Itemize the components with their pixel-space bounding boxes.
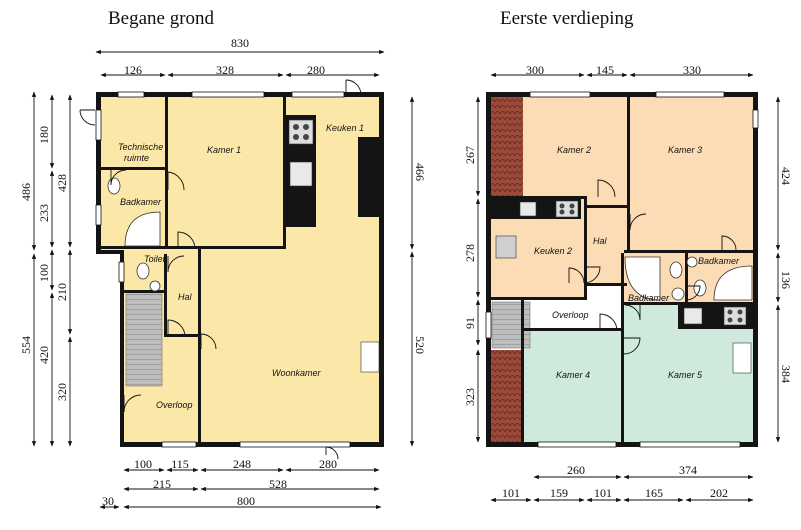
dim-first-bottom2-c: 101 bbox=[594, 486, 612, 500]
bathroom-sink bbox=[107, 177, 121, 195]
dim-ground-right-a: 466 bbox=[413, 163, 427, 181]
dim-first-left-a: 267 bbox=[463, 146, 477, 164]
dim-ground-left-inner-d: 420 bbox=[37, 346, 51, 364]
dim-ground-top-c: 280 bbox=[307, 63, 325, 77]
first-dimensions-left: 267 278 91 323 bbox=[463, 96, 481, 443]
ground-floor-plan bbox=[79, 79, 384, 460]
title-ground-floor: Begane grond bbox=[108, 8, 215, 29]
dim-first-top-b: 145 bbox=[596, 63, 614, 77]
dim-first-right-b: 136 bbox=[779, 271, 793, 289]
dim-first-right-c: 384 bbox=[779, 365, 793, 383]
ground-dimensions-left: 486 554 180 233 100 420 428 210 320 bbox=[19, 91, 73, 447]
room-hal-first: Hal bbox=[593, 236, 608, 246]
room-toilet: Toilet bbox=[144, 254, 166, 264]
dim-first-top-a: 300 bbox=[526, 63, 544, 77]
room-kamer-5: Kamer 5 bbox=[668, 370, 703, 380]
room-kamer-1: Kamer 1 bbox=[207, 145, 241, 155]
dim-ground-bottom1-c: 248 bbox=[233, 457, 251, 471]
dim-ground-bottom3-a: 30 bbox=[102, 494, 114, 508]
dim-ground-bottom3-b: 800 bbox=[237, 494, 255, 508]
room-keuken-2: Keuken 2 bbox=[534, 246, 572, 256]
room-keuken-1: Keuken 1 bbox=[326, 123, 364, 133]
dim-first-left-b: 278 bbox=[463, 244, 477, 262]
dim-ground-left-inner-b: 233 bbox=[37, 204, 51, 222]
hob bbox=[288, 119, 314, 145]
room-overloop-first: Overloop bbox=[552, 310, 589, 320]
room-woonkamer: Woonkamer bbox=[272, 368, 322, 378]
ground-dimensions-top: 830 126 328 280 bbox=[95, 36, 385, 78]
dim-first-left-c: 91 bbox=[463, 317, 477, 329]
room-hal-ground: Hal bbox=[178, 292, 193, 302]
dim-ground-right-b: 520 bbox=[413, 336, 427, 354]
stairs-first bbox=[491, 301, 531, 349]
ground-dimensions-right: 466 520 bbox=[409, 96, 427, 447]
room-badkamer-first-left: Badkamer bbox=[628, 293, 670, 303]
radiator bbox=[360, 341, 380, 373]
dim-ground-left-third-b: 210 bbox=[55, 283, 69, 301]
room-kamer-3: Kamer 3 bbox=[668, 145, 702, 155]
room-technische-ruimte: Technische bbox=[118, 142, 163, 152]
dim-ground-left-outer-a: 486 bbox=[19, 183, 33, 201]
first-dimensions-bottom: 260 374 101 159 101 165 202 bbox=[490, 463, 754, 503]
dim-ground-bottom1-a: 100 bbox=[134, 457, 152, 471]
dim-ground-bottom1-d: 280 bbox=[319, 457, 337, 471]
dim-first-bottom2-a: 101 bbox=[502, 486, 520, 500]
hob-first bbox=[555, 200, 579, 218]
dim-first-bottom1-a: 260 bbox=[567, 463, 585, 477]
room-overloop-ground: Overloop bbox=[156, 400, 193, 410]
dim-first-bottom2-e: 202 bbox=[710, 486, 728, 500]
room-kamer-4: Kamer 4 bbox=[556, 370, 590, 380]
room-technische-ruimte-line2: ruimte bbox=[124, 153, 149, 163]
shower bbox=[124, 211, 161, 247]
dim-ground-left-outer-b: 554 bbox=[19, 336, 33, 354]
first-floor-plan bbox=[485, 91, 759, 448]
stairs bbox=[125, 293, 163, 387]
dim-first-bottom1-b: 374 bbox=[679, 463, 697, 477]
dim-first-bottom2-d: 165 bbox=[645, 486, 663, 500]
first-dimensions-right: 424 136 384 bbox=[775, 96, 793, 443]
dim-first-left-d: 323 bbox=[463, 388, 477, 406]
first-dimensions-top: 300 145 330 bbox=[490, 63, 754, 78]
title-first-floor: Eerste verdieping bbox=[500, 8, 634, 29]
room-badkamer-first-right: Badkamer bbox=[698, 256, 740, 266]
dim-ground-left-third-a: 428 bbox=[55, 174, 69, 192]
kitchen-sink bbox=[289, 161, 313, 187]
dim-ground-top-a: 126 bbox=[124, 63, 142, 77]
roof-slope-lower bbox=[489, 350, 523, 443]
dim-first-bottom2-b: 159 bbox=[550, 486, 568, 500]
room-badkamer-ground: Badkamer bbox=[120, 197, 162, 207]
dim-ground-top-b: 328 bbox=[216, 63, 234, 77]
dim-ground-bottom2-b: 528 bbox=[269, 477, 287, 491]
dim-first-top-c: 330 bbox=[683, 63, 701, 77]
ground-dimensions-bottom: 100 115 248 280 215 528 30 800 bbox=[99, 457, 382, 510]
dim-ground-left-inner-c: 100 bbox=[37, 264, 51, 282]
dim-ground-bottom2-a: 215 bbox=[153, 477, 171, 491]
dim-ground-left-third-c: 320 bbox=[55, 383, 69, 401]
dim-ground-left-inner-a: 180 bbox=[37, 126, 51, 144]
room-kamer-2: Kamer 2 bbox=[557, 145, 591, 155]
dim-first-right-a: 424 bbox=[779, 167, 793, 185]
dim-ground-bottom1-b: 115 bbox=[171, 457, 189, 471]
dim-ground-top-total: 830 bbox=[231, 36, 249, 50]
toilet-bowl bbox=[136, 262, 150, 280]
